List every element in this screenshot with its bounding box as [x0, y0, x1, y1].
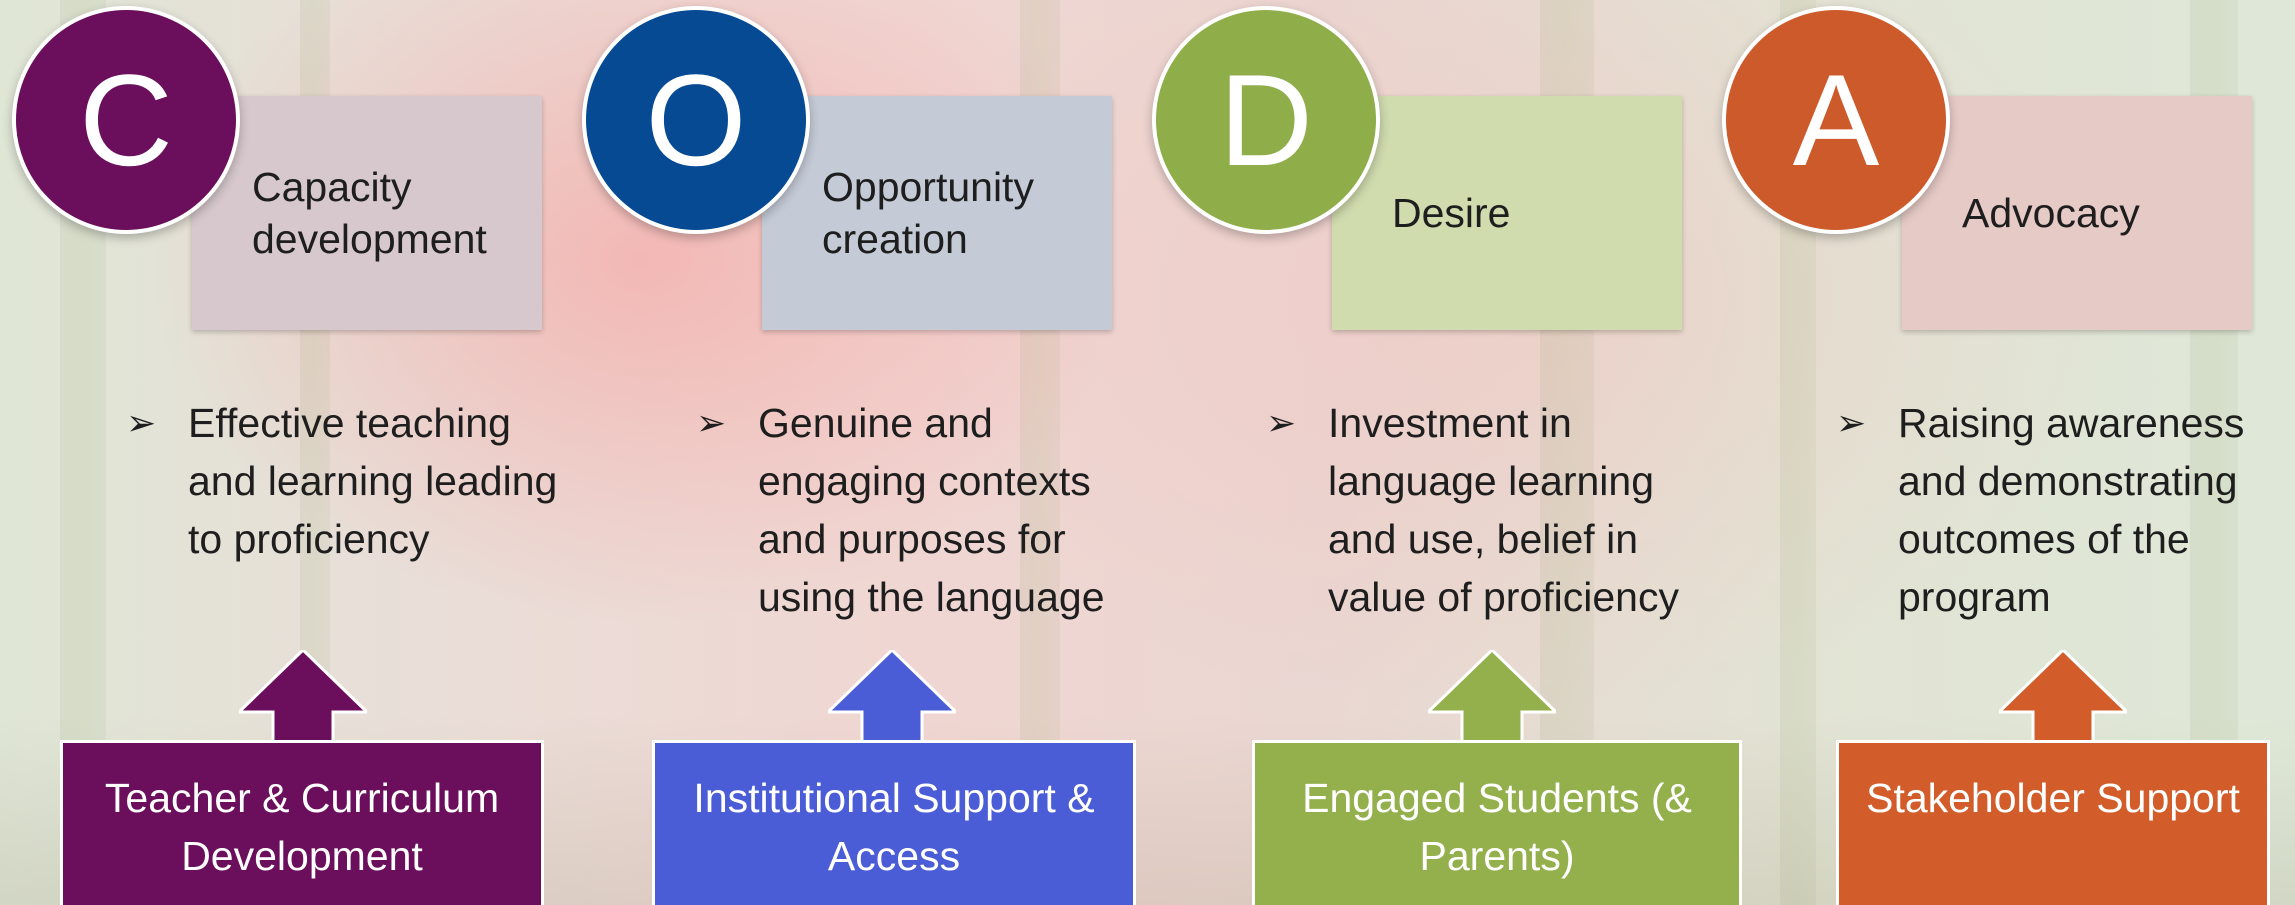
label-capacity: Capacity development — [252, 164, 487, 262]
label-advocacy: Advocacy — [1962, 190, 2140, 236]
support-text: Engaged Students (& Parents) — [1302, 775, 1692, 879]
support-text: Institutional Support & Access — [693, 775, 1095, 879]
arrow-shape — [1428, 650, 1556, 742]
letter-o: O — [645, 47, 747, 193]
up-arrow-icon — [239, 650, 367, 742]
letter-c: C — [79, 47, 173, 193]
letter-circle-d: D — [1152, 6, 1380, 234]
description-desire: ➢ Investment in language learning and us… — [1266, 394, 1706, 626]
description-opportunity: ➢ Genuine and engaging contexts and purp… — [696, 394, 1136, 626]
coda-column-o: O Opportunity creation ➢ Genuine and eng… — [570, 0, 1140, 905]
letter-a: A — [1792, 47, 1880, 193]
arrow-bullet-icon: ➢ — [1836, 402, 1867, 443]
description-text: Raising awareness and demonstrating outc… — [1898, 400, 2245, 620]
coda-column-d: D Desire ➢ Investment in language learni… — [1140, 0, 1742, 905]
coda-column-a: A Advocacy ➢ Raising awareness and demon… — [1710, 0, 2280, 905]
support-box-students: Engaged Students (& Parents) — [1252, 740, 1742, 905]
label-box-advocacy: Advocacy — [1902, 96, 2252, 330]
arrow-shape — [239, 650, 367, 742]
up-arrow-icon — [1999, 650, 2127, 742]
arrow-shape — [1999, 650, 2127, 742]
label-opportunity: Opportunity creation — [822, 164, 1034, 262]
support-box-institutional: Institutional Support & Access — [652, 740, 1136, 905]
label-desire: Desire — [1392, 190, 1511, 236]
description-advocacy: ➢ Raising awareness and demonstrating ou… — [1836, 394, 2276, 626]
description-text: Effective teaching and learning leading … — [188, 400, 558, 562]
letter-circle-o: O — [582, 6, 810, 234]
arrow-bullet-icon: ➢ — [696, 402, 727, 443]
arrow-bullet-icon: ➢ — [1266, 402, 1297, 443]
letter-d: D — [1219, 47, 1313, 193]
label-box-desire: Desire — [1332, 96, 1682, 330]
up-arrow-icon — [1428, 650, 1556, 742]
support-box-stakeholder: Stakeholder Support — [1836, 740, 2270, 905]
description-text: Genuine and engaging contexts and purpos… — [758, 400, 1105, 620]
description-capacity: ➢ Effective teaching and learning leadin… — [126, 394, 566, 568]
up-arrow-icon — [828, 650, 956, 742]
arrow-bullet-icon: ➢ — [126, 402, 157, 443]
support-box-teacher: Teacher & Curriculum Development — [60, 740, 544, 905]
letter-circle-c: C — [12, 6, 240, 234]
support-text: Stakeholder Support — [1866, 775, 2240, 821]
support-text: Teacher & Curriculum Development — [104, 775, 500, 879]
label-box-opportunity: Opportunity creation — [762, 96, 1112, 330]
label-box-capacity: Capacity development — [192, 96, 542, 330]
description-text: Investment in language learning and use,… — [1328, 400, 1679, 620]
letter-circle-a: A — [1722, 6, 1950, 234]
arrow-shape — [828, 650, 956, 742]
coda-column-c: C Capacity development ➢ Effective teach… — [0, 0, 570, 905]
